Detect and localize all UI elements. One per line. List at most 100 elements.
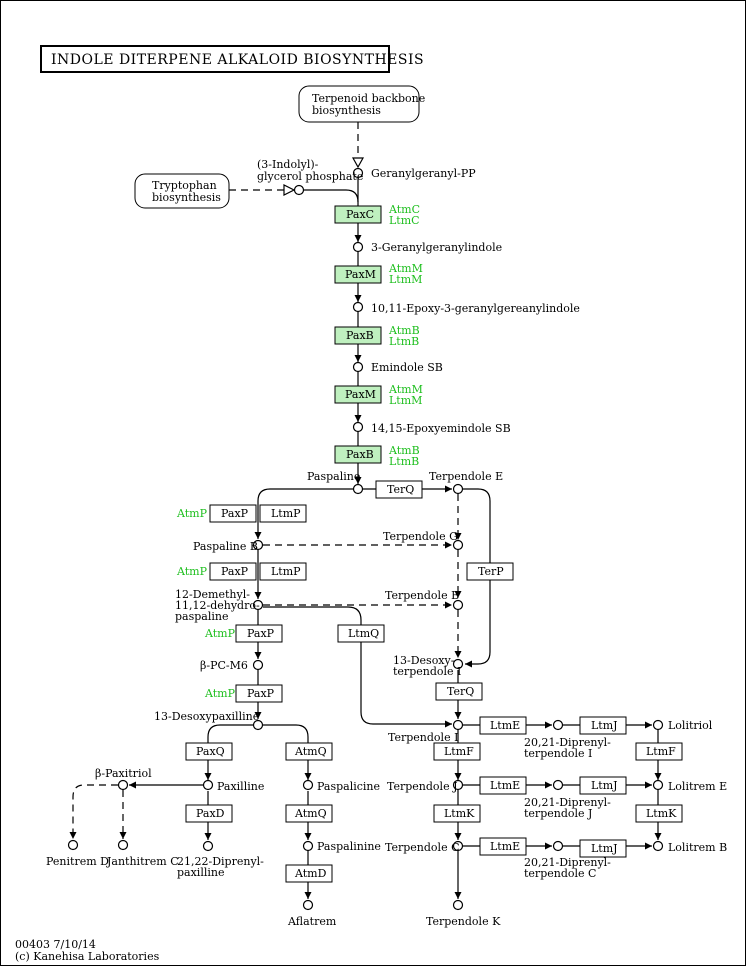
enzyme-ltmp-2-label: LtmP <box>271 565 301 578</box>
enzyme-ltmj-3[interactable] <box>579 839 627 858</box>
compound-desoxypaxilline[interactable] <box>252 719 264 731</box>
enzyme-terp[interactable] <box>466 562 514 581</box>
ortholog-atmp-4[interactable]: AtmP <box>204 687 236 700</box>
enzyme-ltmp-1[interactable] <box>259 504 307 523</box>
compound-terpendole-k[interactable] <box>452 899 464 911</box>
compound-indolyl-glycerol-phosphate[interactable] <box>293 184 305 196</box>
enzyme-terq-1[interactable] <box>375 480 423 499</box>
compound-paspalinine[interactable] <box>302 840 314 852</box>
label-diprenyl-paxilline-line2: paxilline <box>177 866 224 879</box>
enzyme-ltmk-2[interactable] <box>635 804 683 823</box>
compound-epoxy-geranylgeranylindole[interactable] <box>352 301 364 313</box>
ortholog-atmm-1[interactable]: AtmM <box>388 262 423 275</box>
label-desoxy-terpendole-line2: terpendole I <box>393 665 461 678</box>
ortholog-atmb-1[interactable]: AtmB <box>388 324 420 337</box>
ortholog-ltmm-2[interactable]: LtmM <box>389 394 422 407</box>
compound-aflatrem[interactable] <box>302 899 314 911</box>
ortholog-atmc[interactable]: AtmC <box>388 203 420 216</box>
compound-diprenyl-terpendole-j[interactable] <box>552 779 564 791</box>
pathway-terpenoid-line1: Terpenoid backbone <box>312 92 425 105</box>
ortholog-atmp-2[interactable]: AtmP <box>176 565 208 578</box>
compound-labels: (3-Indolyl)- glycerol phosphate Geranylg… <box>46 158 727 928</box>
enzyme-paxp-3-label: PaxP <box>247 627 275 640</box>
compound-b-pc-m6[interactable] <box>252 659 264 671</box>
enzyme-atmq-1[interactable] <box>285 742 333 761</box>
compound-diprenyl-paxilline[interactable] <box>202 840 214 852</box>
enzyme-ltmf-2[interactable] <box>635 742 683 761</box>
enzyme-paxp-2[interactable] <box>209 562 257 581</box>
enzyme-paxq-label: PaxQ <box>196 745 225 758</box>
compound-lolitrem-e[interactable] <box>652 779 664 791</box>
enzyme-paxc[interactable] <box>334 205 382 224</box>
compound-demethyl-paspaline[interactable] <box>252 599 264 611</box>
enzyme-ltme-3[interactable] <box>479 837 527 856</box>
compound-terpendole-j[interactable] <box>452 779 464 791</box>
enzyme-atmq-2[interactable] <box>285 804 333 823</box>
enzyme-ltmq[interactable] <box>337 624 385 643</box>
compound-diprenyl-terpendole-i[interactable] <box>552 719 564 731</box>
compound-janthitrem-c[interactable] <box>117 839 129 851</box>
compound-terpendole-b[interactable] <box>452 599 464 611</box>
ortholog-ltmm-1[interactable]: LtmM <box>389 273 422 286</box>
label-terpendole-e: Terpendole E <box>429 470 503 483</box>
compound-paspaline-b[interactable] <box>252 539 264 551</box>
enzyme-ltmk-1[interactable] <box>433 804 481 823</box>
compound-terpendole-c[interactable] <box>452 840 464 852</box>
enzyme-paxq[interactable] <box>185 742 233 761</box>
enzyme-atmd[interactable] <box>285 864 333 883</box>
label-paspalicine: Paspalicine <box>317 780 380 793</box>
ortholog-atmm-2[interactable]: AtmM <box>388 383 423 396</box>
enzyme-paxb-2[interactable] <box>334 445 382 464</box>
enzyme-ltme-1[interactable] <box>479 716 527 735</box>
pathway-terpenoid-line2: biosynthesis <box>312 104 381 117</box>
enzyme-paxp-3[interactable] <box>235 624 283 643</box>
label-diprenyl-c-line2: terpendole C <box>524 867 596 880</box>
label-diprenyl-paxilline-line1: 21,22-Diprenyl- <box>177 855 264 868</box>
ortholog-atmb-2[interactable]: AtmB <box>388 444 420 457</box>
enzyme-paxd[interactable] <box>185 804 233 823</box>
compound-lolitriol[interactable] <box>652 719 664 731</box>
enzyme-ltmf-1[interactable] <box>433 742 481 761</box>
enzyme-paxp-1[interactable] <box>209 504 257 523</box>
compound-epoxyemindole-sb[interactable] <box>352 421 364 433</box>
ortholog-ltmb-2[interactable]: LtmB <box>389 455 419 468</box>
compound-b-paxitriol[interactable] <box>117 779 129 791</box>
compound-desoxy-terpendole-i[interactable] <box>452 658 464 670</box>
enzyme-ltmj-1[interactable] <box>579 716 627 735</box>
label-paspalinine: Paspalinine <box>317 840 381 853</box>
compound-lolitrem-b[interactable] <box>652 840 664 852</box>
enzyme-paxm-1-label: PaxM <box>345 268 376 281</box>
enzyme-ltmj-2[interactable] <box>579 776 627 795</box>
compound-emindole-sb[interactable] <box>352 361 364 373</box>
enzyme-terq-2[interactable] <box>435 682 483 701</box>
enzyme-ltmj-3-label: LtmJ <box>591 842 618 855</box>
enzyme-paxb-1[interactable] <box>334 326 382 345</box>
label-aflatrem: Aflatrem <box>287 915 337 928</box>
enzyme-paxm-1[interactable] <box>334 265 382 284</box>
label-emindole-sb: Emindole SB <box>371 361 443 374</box>
compound-paspaline[interactable] <box>352 483 364 495</box>
enzyme-ltme-2[interactable] <box>479 776 527 795</box>
label-geranylgeranylindole: 3-Geranylgeranylindole <box>371 241 502 254</box>
compound-paxilline[interactable] <box>202 779 214 791</box>
compound-terpendole-g[interactable] <box>452 539 464 551</box>
label-lolitriol: Lolitriol <box>668 719 713 732</box>
ortholog-atmp-3[interactable]: AtmP <box>204 627 236 640</box>
enzyme-paxm-2[interactable] <box>334 385 382 404</box>
compound-geranylgeranylindole[interactable] <box>352 241 364 253</box>
label-b-paxitriol: β-Paxitriol <box>95 767 152 780</box>
enzyme-ltmp-2[interactable] <box>259 562 307 581</box>
label-terpendole-j: Terpendole J <box>387 780 458 793</box>
ortholog-atmp-1[interactable]: AtmP <box>176 507 208 520</box>
pathway-link-tryptophan[interactable]: Tryptophan biosynthesis <box>134 173 230 209</box>
compound-paspalicine[interactable] <box>302 779 314 791</box>
compound-terpendole-e[interactable] <box>452 483 464 495</box>
enzyme-paxp-4[interactable] <box>235 684 283 703</box>
compound-penitrem-d[interactable] <box>67 839 79 851</box>
ortholog-ltmb-1[interactable]: LtmB <box>389 335 419 348</box>
pathway-link-terpenoid[interactable]: Terpenoid backbone biosynthesis <box>298 85 425 123</box>
compound-diprenyl-terpendole-c[interactable] <box>552 840 564 852</box>
ortholog-ltmc[interactable]: LtmC <box>389 214 420 227</box>
compound-terpendole-i[interactable] <box>452 719 464 731</box>
compound-geranylgeranyl-pp[interactable] <box>352 167 364 179</box>
